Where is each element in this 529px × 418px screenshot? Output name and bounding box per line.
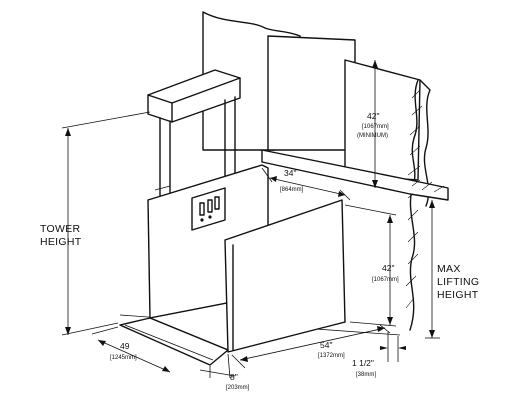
width-dim-mm: [864mm] (280, 187, 304, 193)
ramp-dim-mm: [203mm] (226, 385, 250, 391)
diagram-labels: TOWER HEIGHT MAX LIFTING HEIGHT 42" [106… (40, 111, 479, 391)
tower-height-label-2: HEIGHT (40, 236, 82, 248)
depth-dim: 49 (120, 341, 130, 351)
length-dim-mm: [1372mm] (318, 353, 345, 359)
door-height-minimum: (MINIMUM) (357, 133, 388, 139)
depth-dim-mm: [1245mm] (110, 355, 137, 361)
tower-height-label-1: TOWER (40, 223, 81, 235)
gate-height-dim-mm: [1067mm] (372, 277, 399, 283)
max-lifting-label-2: LIFTING (437, 276, 479, 288)
gate-height-dim: 42" (382, 263, 394, 273)
platform-enclosure (119, 164, 346, 366)
max-lifting-label-3: HEIGHT (437, 289, 479, 301)
length-dim: 54" (320, 340, 332, 350)
max-lifting-label-1: MAX (437, 263, 461, 275)
door-height-dim: 42" (367, 111, 379, 121)
width-dim: 34" (284, 168, 296, 178)
gap-dim: 1 1/2" (352, 358, 374, 368)
ramp-dim: 8" (230, 372, 238, 382)
building-wall (119, 11, 449, 336)
door-height-dim-mm: [1067mm] (362, 124, 389, 130)
dimension-lines (61, 60, 440, 379)
gap-dim-mm: [38mm] (356, 372, 376, 378)
control-panel (191, 187, 226, 231)
